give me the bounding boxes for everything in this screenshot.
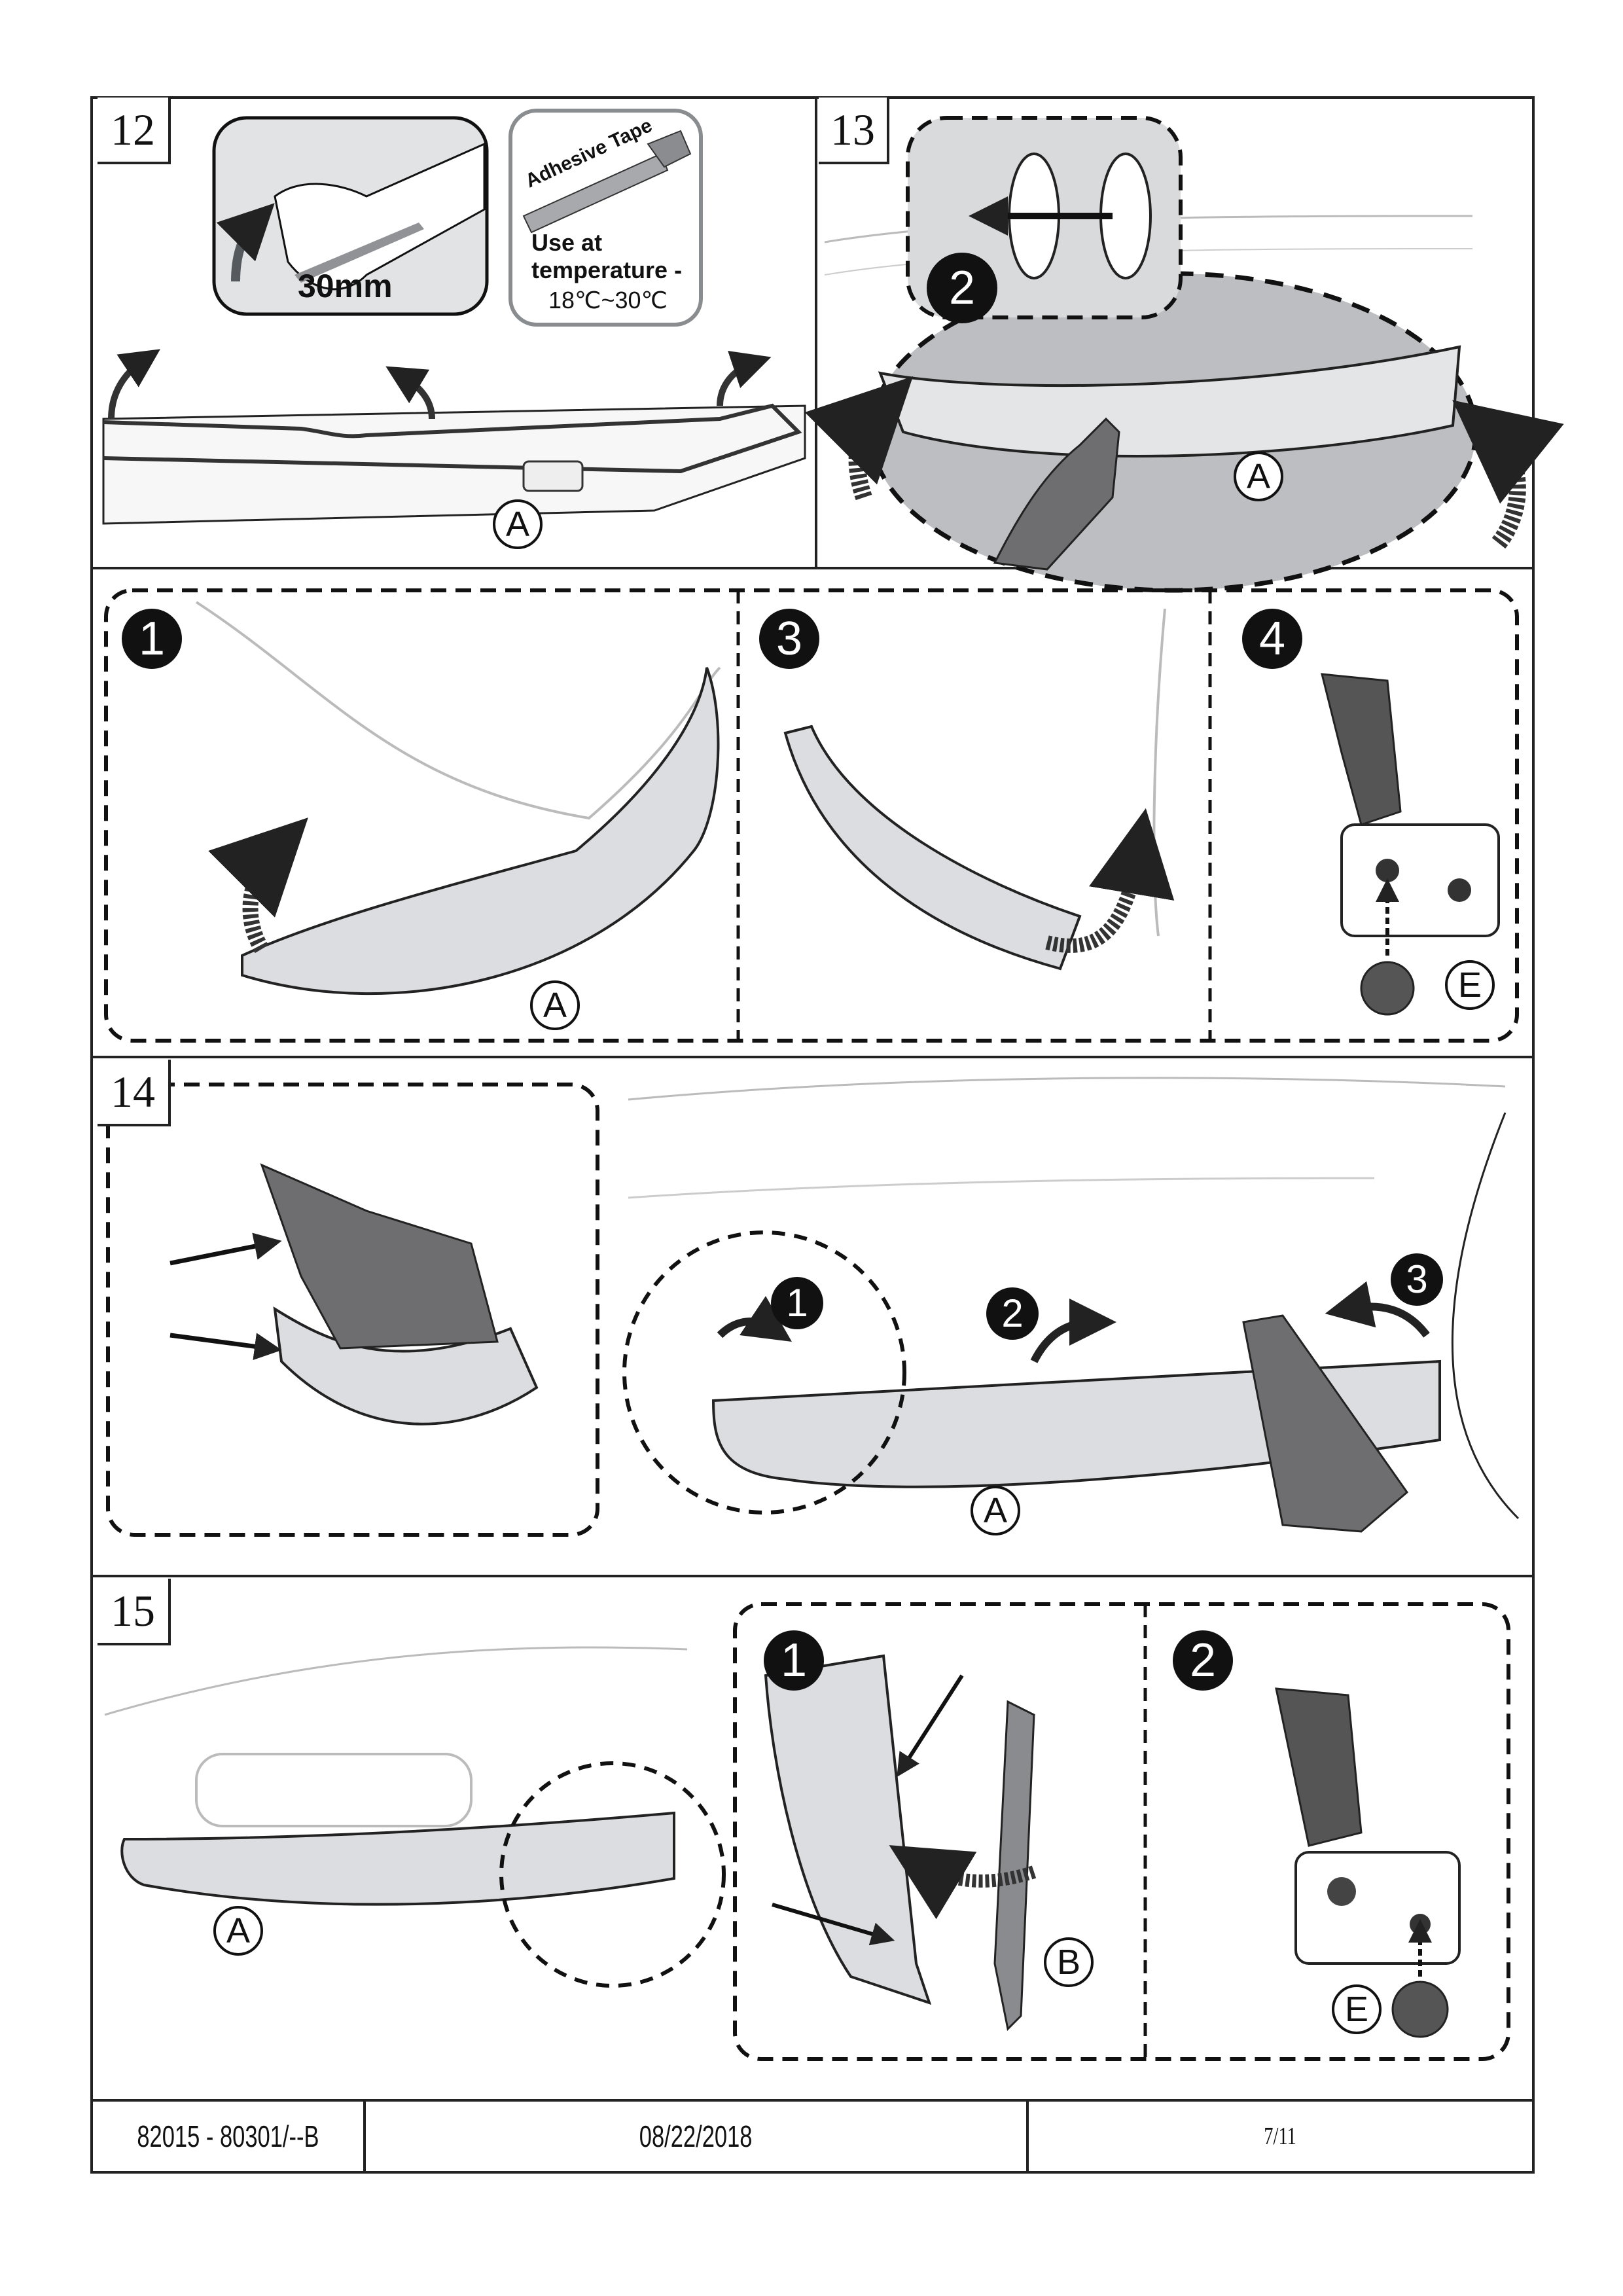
part-label-a: A (1234, 452, 1283, 501)
substep-1-badge: 1 (122, 609, 182, 669)
footer-date: 08/22/2018 (365, 2100, 1027, 2172)
part-label-b: B (1044, 1937, 1094, 1987)
substep-3-badge: 3 (759, 609, 819, 669)
substep-2-badge: 2 (1173, 1630, 1233, 1691)
step-number-15: 15 (98, 1579, 171, 1645)
step-number-13: 13 (819, 98, 889, 164)
tape-length-label: 30mm (298, 268, 393, 304)
step-number-12: 12 (98, 98, 171, 164)
substep-3-badge: 3 (1391, 1253, 1443, 1306)
step12-illustration (102, 109, 806, 525)
step13-illustration (104, 116, 1564, 1043)
part-label-a: A (493, 499, 543, 549)
step-number-14: 14 (98, 1060, 171, 1126)
part-label-e: E (1445, 960, 1495, 1010)
date-text: 08/22/2018 (639, 2119, 753, 2153)
footer-doc-number: 82015 - 80301/--B (92, 2100, 365, 2172)
substep-4-badge: 4 (1242, 609, 1302, 669)
part-label-a: A (213, 1906, 263, 1956)
footer-page: 7/11 (1027, 2100, 1533, 2172)
substep-1-badge: 1 (771, 1277, 823, 1329)
substep-2-badge: 2 (986, 1287, 1039, 1340)
temperature-range: 18℃~30℃ (548, 287, 668, 314)
page-number-text: 7/11 (1264, 2123, 1297, 2150)
part-label-a: A (530, 980, 580, 1030)
substep-1-badge: 1 (764, 1630, 824, 1691)
part-label-a: A (971, 1486, 1020, 1535)
temperature-line-1: Use at (531, 229, 603, 256)
part-label-e: E (1332, 1984, 1382, 2034)
temperature-line-2: temperature - (531, 257, 683, 283)
substep-2-badge: 2 (927, 253, 997, 323)
step15-illustration (104, 1602, 1510, 2061)
doc-number-text: 82015 - 80301/--B (137, 2119, 319, 2153)
step14-illustration (106, 1077, 1520, 1537)
